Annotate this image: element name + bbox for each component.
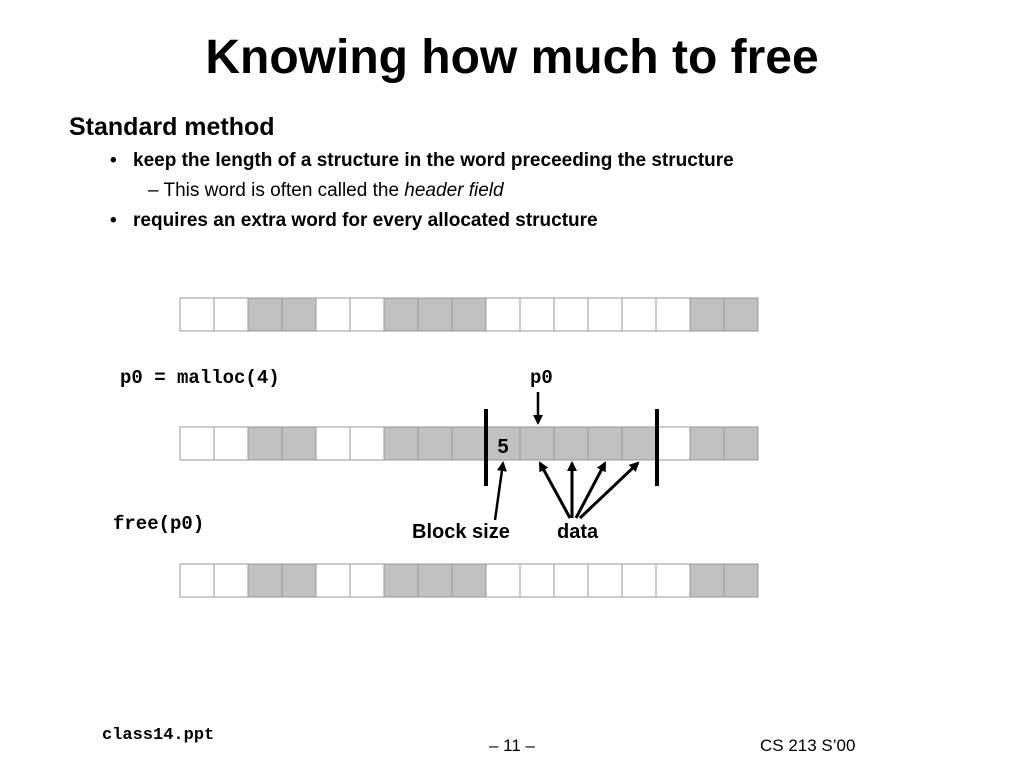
memory-word-allocated	[417, 426, 453, 461]
memory-word-allocated	[689, 297, 725, 332]
memory-word-free	[621, 563, 657, 598]
memory-word-allocated	[247, 563, 283, 598]
memory-word-allocated	[451, 297, 487, 332]
memory-word-free	[213, 297, 249, 332]
memory-word-allocated	[417, 563, 453, 598]
memory-word-allocated	[553, 426, 589, 461]
memory-word-free	[349, 563, 385, 598]
data-arrow	[538, 461, 572, 519]
bullet-text: requires an extra word for every allocat…	[133, 210, 598, 231]
malloc-call-code: p0 = malloc(4)	[120, 367, 280, 389]
memory-word-allocated	[247, 426, 283, 461]
footer-course-name: CS 213 S’00	[760, 736, 856, 755]
memory-word-free	[349, 426, 385, 461]
memory-word-free	[315, 426, 351, 461]
memory-word-free	[179, 426, 215, 461]
memory-rows	[179, 297, 759, 598]
p0-pointer-label: p0	[530, 367, 553, 389]
memory-word-allocated	[723, 426, 759, 461]
bullet-icon: •	[110, 210, 117, 231]
memory-word-allocated	[621, 426, 657, 461]
memory-word-free	[179, 297, 215, 332]
sub-bullet-text: – This word is often called the	[148, 180, 405, 201]
memory-word-free	[655, 426, 691, 461]
header-value: 5	[497, 436, 508, 458]
memory-word-allocated	[723, 297, 759, 332]
bullet-text: keep the length of a structure in the wo…	[133, 150, 734, 171]
bullet-icon: •	[110, 150, 117, 171]
data-arrow	[578, 461, 640, 520]
slide-title: Knowing how much to free	[205, 31, 819, 84]
footer-filename: class14.ppt	[102, 726, 215, 745]
memory-word-allocated	[281, 426, 317, 461]
memory-word-free	[485, 297, 521, 332]
memory-word-free	[587, 563, 623, 598]
memory-word-free	[621, 297, 657, 332]
memory-word-allocated	[247, 297, 283, 332]
free-call-code: free(p0)	[113, 513, 205, 535]
memory-word-free	[519, 563, 555, 598]
memory-word-allocated	[281, 297, 317, 332]
data-arrow	[574, 461, 607, 519]
memory-word-free	[485, 563, 521, 598]
data-label: data	[557, 521, 599, 543]
memory-word-allocated	[451, 426, 487, 461]
memory-word-allocated	[451, 563, 487, 598]
memory-word-free	[179, 563, 215, 598]
memory-row-after-free	[179, 563, 759, 598]
sub-bullet-item: – This word is often called the header f…	[148, 179, 504, 203]
memory-word-free	[213, 563, 249, 598]
memory-word-free	[655, 563, 691, 598]
memory-word-free	[519, 297, 555, 332]
block-size-arrow	[493, 461, 507, 521]
memory-word-free	[315, 297, 351, 332]
memory-word-allocated	[689, 563, 725, 598]
bullet-item: • requires an extra word for every alloca…	[110, 209, 598, 233]
sub-bullet-emphasis: header field	[404, 180, 504, 201]
memory-word-allocated	[519, 426, 555, 461]
memory-word-free	[213, 426, 249, 461]
memory-word-free	[315, 563, 351, 598]
memory-word-free	[349, 297, 385, 332]
memory-word-allocated	[383, 563, 419, 598]
bullet-item: • keep the length of a structure in the w…	[110, 149, 734, 173]
memory-word-free	[553, 297, 589, 332]
memory-word-free	[655, 297, 691, 332]
memory-word-free	[553, 563, 589, 598]
section-heading: Standard method	[69, 113, 275, 141]
memory-word-allocated	[383, 297, 419, 332]
memory-word-allocated	[723, 563, 759, 598]
block-size-label: Block size	[412, 521, 510, 543]
memory-word-allocated	[689, 426, 725, 461]
memory-word-allocated	[587, 426, 623, 461]
memory-row-before-malloc	[179, 297, 759, 332]
memory-word-allocated	[417, 297, 453, 332]
footer-page-number: – 11 –	[488, 736, 535, 755]
memory-word-allocated	[281, 563, 317, 598]
memory-word-free	[587, 297, 623, 332]
memory-row-after-malloc	[179, 426, 759, 461]
memory-word-allocated	[383, 426, 419, 461]
